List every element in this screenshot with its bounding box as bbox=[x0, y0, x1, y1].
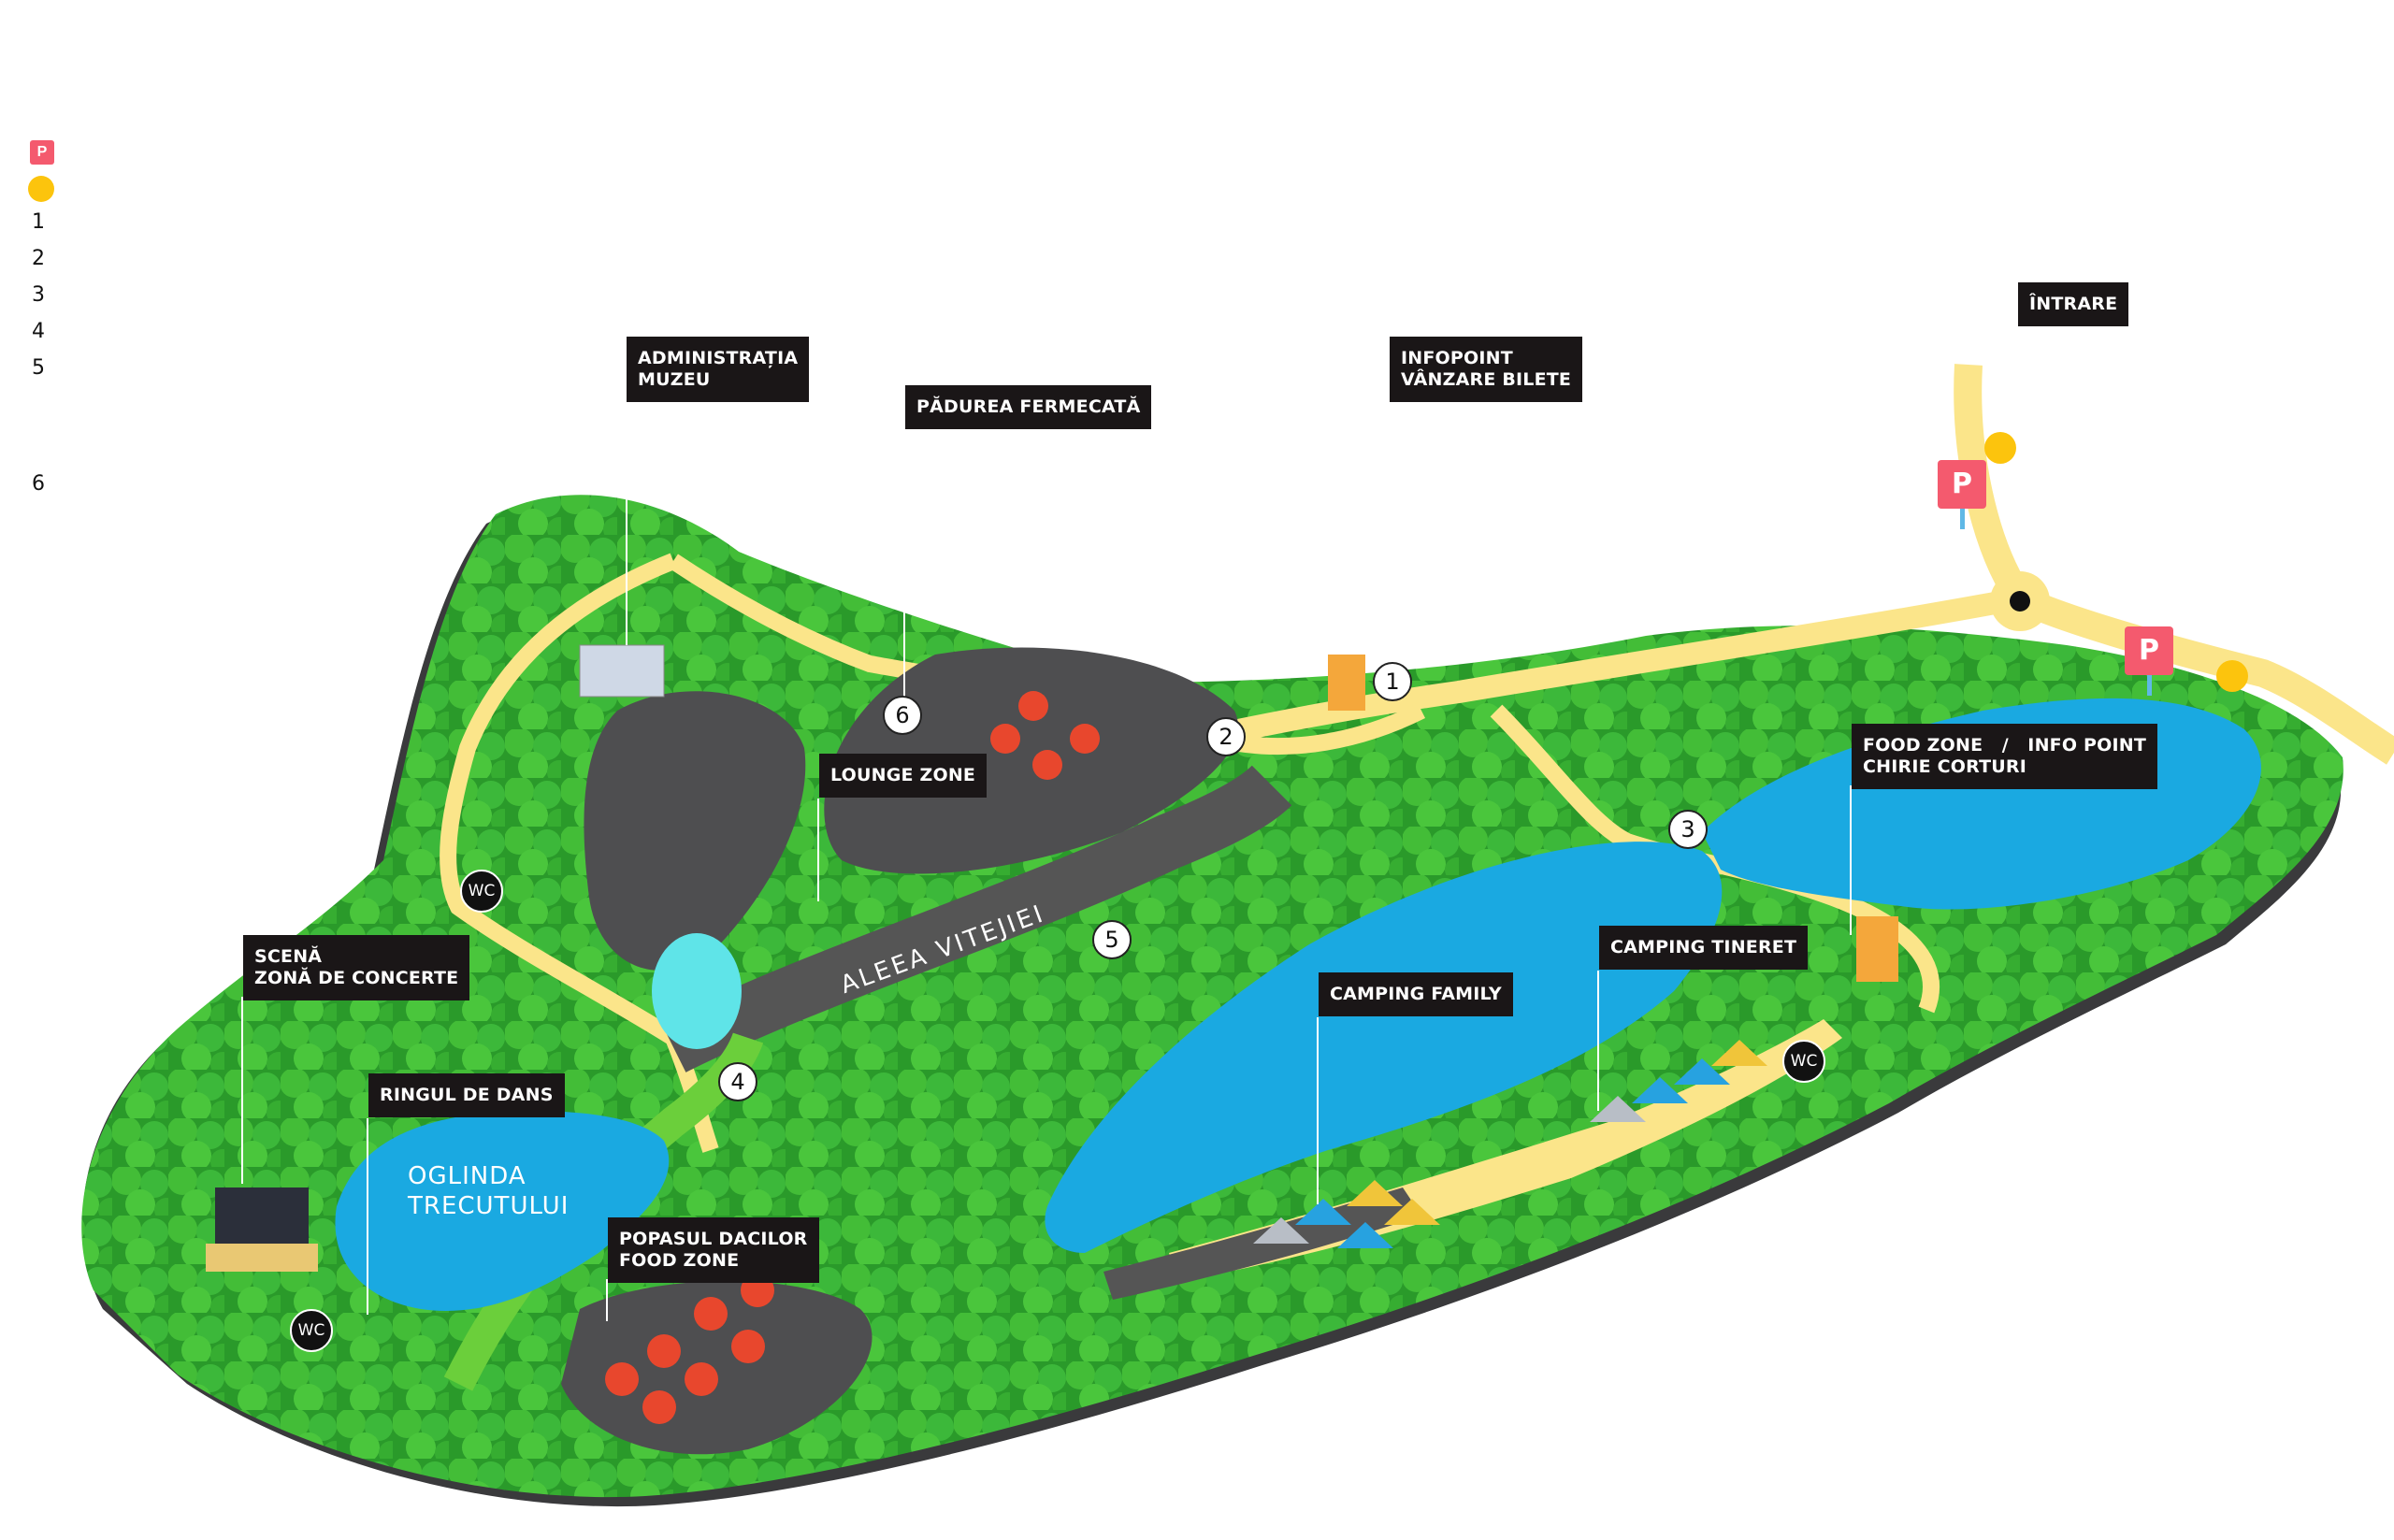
lake-camping bbox=[1045, 842, 1723, 1253]
leader-camping-family bbox=[1317, 1017, 1319, 1204]
leader-food-info bbox=[1850, 785, 1852, 935]
leader-padurea bbox=[903, 430, 905, 711]
leader-administratia bbox=[626, 402, 627, 645]
legend-yellow-dot-icon bbox=[28, 176, 54, 202]
lake-name-oglinda: OGLINDA TRECUTULUI bbox=[408, 1162, 570, 1220]
legend-number-5: 5 bbox=[32, 356, 45, 380]
path-east bbox=[1490, 704, 1940, 1014]
kiosk-east bbox=[1856, 916, 1898, 982]
stage-floor bbox=[206, 1244, 318, 1272]
clearing-west bbox=[584, 691, 806, 971]
legend-number-4: 4 bbox=[32, 320, 45, 343]
parking-icon-east[interactable]: P bbox=[2125, 626, 2173, 696]
map-marker-5[interactable]: 5 bbox=[1092, 920, 1132, 959]
legend-number-2: 2 bbox=[32, 247, 45, 270]
leader-popasul bbox=[606, 1279, 608, 1321]
label-camping-tineret[interactable]: CAMPING TINERET bbox=[1599, 926, 1809, 970]
clearing-lounge bbox=[824, 647, 1238, 874]
leader-camping-tineret bbox=[1597, 971, 1599, 1111]
museum-building bbox=[579, 644, 665, 698]
blue-tree bbox=[652, 933, 742, 1049]
label-infopoint[interactable]: INFOPOINT VÂNZARE BILETE bbox=[1390, 337, 1583, 402]
tents-family bbox=[1253, 1180, 1440, 1248]
tents-tineret bbox=[1590, 1040, 1767, 1122]
stage bbox=[215, 1187, 309, 1253]
label-popasul-dacilor[interactable]: POPASUL DACILOR FOOD ZONE bbox=[608, 1217, 819, 1283]
label-ringul-de-dans[interactable]: RINGUL DE DANS bbox=[368, 1073, 565, 1117]
clearing-food bbox=[561, 1281, 873, 1455]
wc-icon-west[interactable]: WC bbox=[460, 870, 503, 913]
map-marker-1[interactable]: 1 bbox=[1373, 662, 1412, 701]
roundabout-center bbox=[2010, 591, 2030, 612]
map-marker-6[interactable]: 6 bbox=[883, 696, 922, 735]
map-marker-2[interactable]: 2 bbox=[1206, 717, 1246, 756]
leader-ringul bbox=[367, 1118, 368, 1315]
map-marker-4[interactable]: 4 bbox=[718, 1062, 757, 1101]
main-road bbox=[1194, 587, 2023, 750]
umbrellas-food bbox=[605, 1274, 774, 1424]
parking-icon-north[interactable]: P bbox=[1938, 460, 1986, 529]
wc-icon-east[interactable]: WC bbox=[1782, 1040, 1825, 1083]
path-aleea bbox=[660, 765, 1292, 1072]
umbrellas-lounge bbox=[990, 691, 1100, 780]
label-food-zone-info-point[interactable]: FOOD ZONE / INFO POINT CHIRIE CORTURI bbox=[1852, 724, 2158, 789]
yellow-dot-icon-east[interactable] bbox=[2216, 660, 2248, 692]
legend-number-1: 1 bbox=[32, 210, 45, 234]
label-scena[interactable]: SCENĂ ZONĂ DE CONCERTE bbox=[243, 935, 470, 1000]
legend-number-3: 3 bbox=[32, 283, 45, 307]
legend-parking-icon: P bbox=[30, 140, 54, 165]
lake-oglinda bbox=[335, 1111, 670, 1311]
label-intrare[interactable]: ÎNTRARE bbox=[2018, 282, 2129, 326]
map-marker-3[interactable]: 3 bbox=[1668, 810, 1708, 849]
leader-lounge bbox=[817, 799, 819, 901]
label-lounge-zone[interactable]: LOUNGE ZONE bbox=[819, 754, 988, 798]
label-administratia[interactable]: ADMINISTRAȚIA MUZEU bbox=[627, 337, 810, 402]
yellow-dot-icon-north[interactable] bbox=[1984, 432, 2016, 464]
legend-number-6: 6 bbox=[32, 472, 45, 496]
label-padurea-fermecata[interactable]: PĂDUREA FERMECATĂ bbox=[905, 385, 1152, 429]
label-camping-family[interactable]: CAMPING FAMILY bbox=[1319, 972, 1513, 1016]
leader-scena bbox=[241, 997, 243, 1184]
kiosk-infopoint bbox=[1328, 655, 1365, 711]
wc-icon-south[interactable]: WC bbox=[290, 1309, 333, 1352]
